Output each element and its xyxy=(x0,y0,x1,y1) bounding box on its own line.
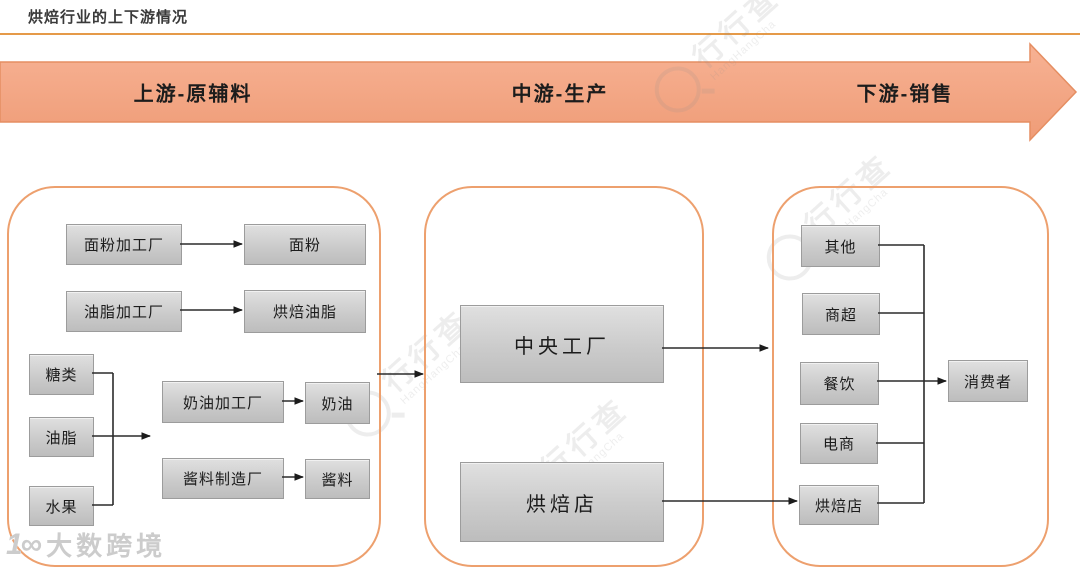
midstream-container xyxy=(424,186,704,567)
hanghangcha-watermark: 行行查 HangHangCha xyxy=(645,0,795,122)
node-sugar: 糖类 xyxy=(29,354,94,395)
title-underline xyxy=(0,33,1080,35)
watermark-subtext: HangHangCha xyxy=(708,17,779,83)
node-cream: 奶油 xyxy=(305,382,370,424)
node-flour: 面粉 xyxy=(244,224,366,265)
node-catering: 餐饮 xyxy=(800,362,879,405)
upstream-container xyxy=(7,186,381,567)
banner-section-midstream: 中游-生产 xyxy=(511,83,609,106)
node-fruit: 水果 xyxy=(29,486,94,526)
node-fat: 油脂 xyxy=(29,417,94,457)
page-title: 烘焙行业的上下游情况 xyxy=(28,9,189,26)
dashukuajing-logo-text: 大数跨境 xyxy=(46,531,167,561)
node-bakery-store: 烘焙店 xyxy=(799,485,879,525)
hanghangcha-logo-icon xyxy=(645,56,711,122)
watermark-text: 行行查 xyxy=(687,0,788,76)
node-baking-fat: 烘焙油脂 xyxy=(244,290,366,333)
downstream-container xyxy=(772,186,1049,567)
banner-section-downstream: 下游-销售 xyxy=(856,83,954,106)
node-consumer: 消费者 xyxy=(948,360,1028,402)
node-fat-factory: 油脂加工厂 xyxy=(66,291,182,332)
node-sauce: 酱料 xyxy=(305,459,370,499)
node-central-factory: 中央工厂 xyxy=(460,305,664,383)
dashukuajing-logo: 1∞ 大数跨境 xyxy=(6,526,166,563)
banner-section-upstream: 上游-原辅料 xyxy=(133,83,253,106)
node-flour-factory: 面粉加工厂 xyxy=(66,224,182,265)
node-bakery: 烘焙店 xyxy=(460,462,664,542)
node-others: 其他 xyxy=(801,225,880,267)
node-sauce-factory: 酱料制造厂 xyxy=(162,458,284,499)
dashukuajing-logo-icon: 1∞ xyxy=(6,527,42,561)
node-supermarket: 商超 xyxy=(802,293,880,335)
node-ecommerce: 电商 xyxy=(800,423,878,464)
node-cream-factory: 奶油加工厂 xyxy=(162,381,284,423)
